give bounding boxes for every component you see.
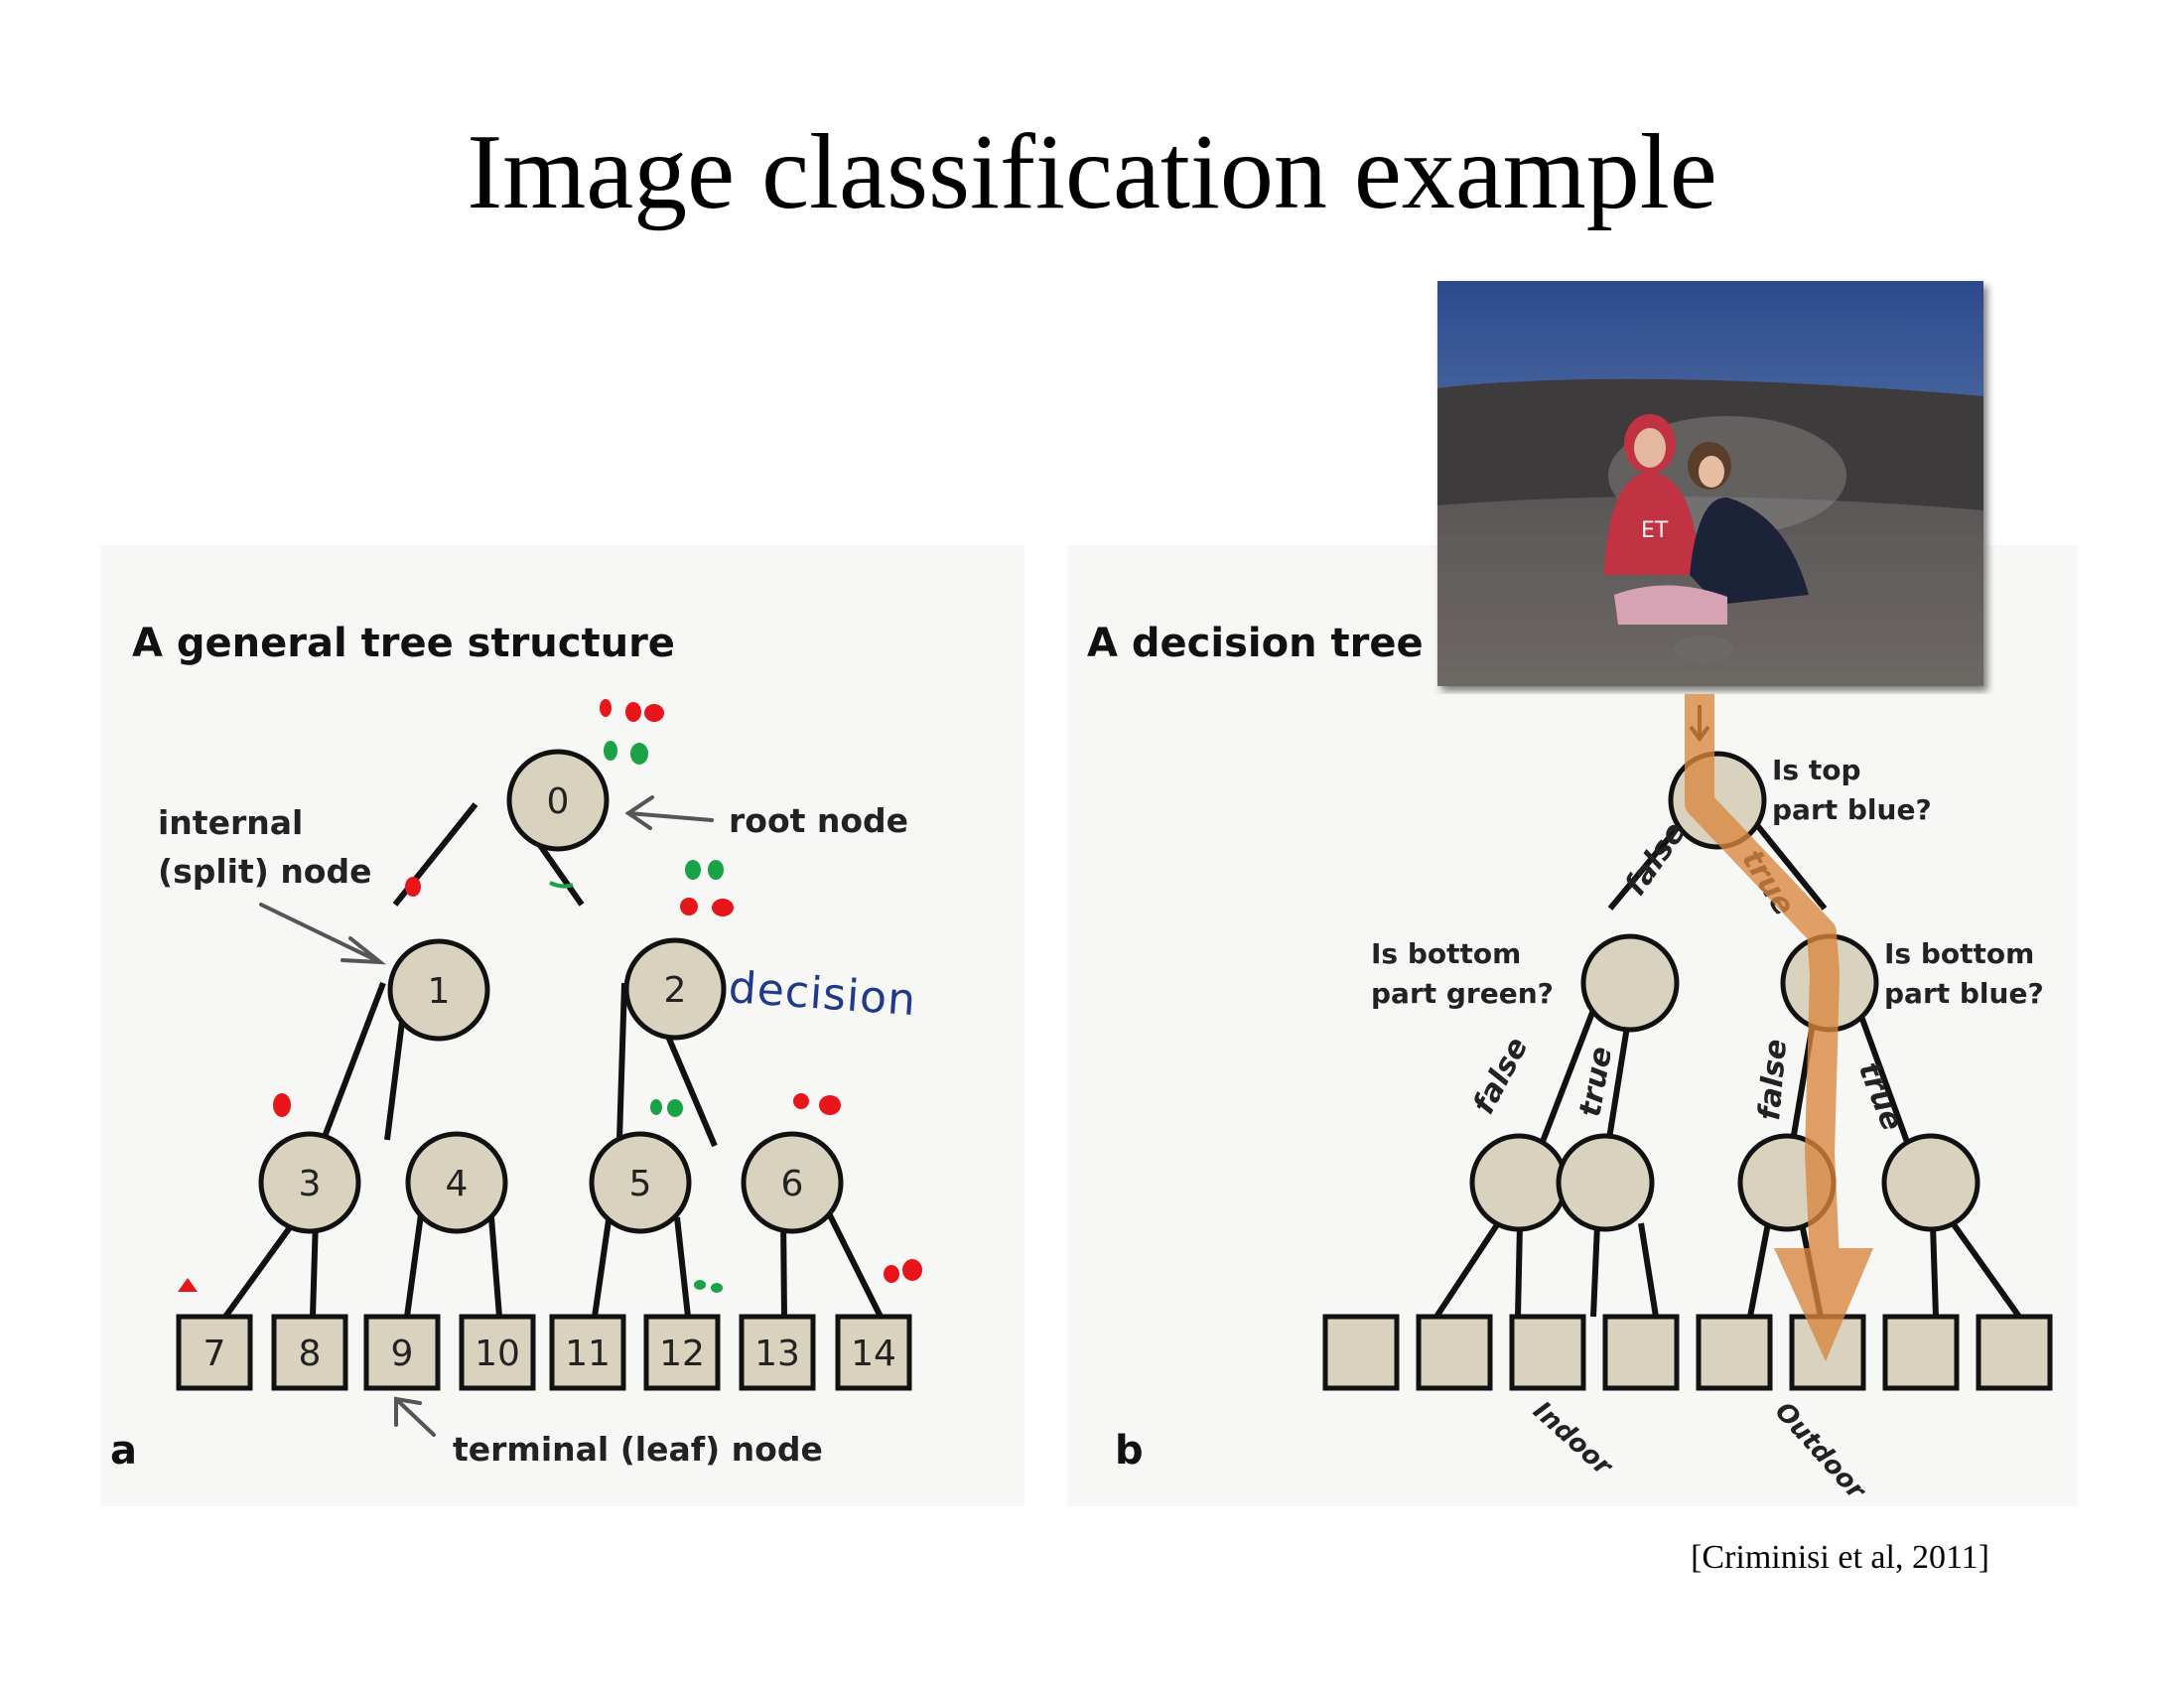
edge-label-right-false: false (1752, 1038, 1794, 1122)
decision-leaf-1 (1322, 1314, 1400, 1391)
tree-leaf-13-label: 13 (754, 1334, 800, 1374)
root-node-arrow (624, 795, 714, 830)
decision-node-ll (1469, 1133, 1569, 1232)
panel-a-letter: a (110, 1428, 137, 1474)
outcome-indoor: Indoor (1527, 1396, 1619, 1483)
decision-node-lr (1556, 1133, 1655, 1232)
tree-node-1-label: 1 (428, 971, 451, 1012)
tree-node-0 (506, 749, 610, 852)
input-photo: ET (1437, 281, 1983, 686)
tree-node-2 (623, 937, 727, 1041)
tree-leaf-11 (549, 1314, 626, 1391)
root-question-line1: Is top (1772, 754, 1861, 786)
general-tree-heading: A general tree structure (132, 621, 675, 666)
internal-node-arrow (259, 903, 387, 965)
tree-leaf-13 (739, 1314, 816, 1391)
tree-edges (222, 802, 884, 1319)
terminal-node-arrow (394, 1396, 436, 1437)
svg-text:ET: ET (1641, 518, 1669, 543)
decision-tree-diagram: A decision tree (1087, 621, 2053, 1507)
root-node-label: root node (729, 801, 908, 840)
root-question-line2: part blue? (1772, 793, 1932, 826)
tree-node-0-label: 0 (547, 781, 570, 822)
internal-node-label-line1: internal (158, 803, 303, 842)
tree-node-6-label: 6 (781, 1164, 804, 1204)
tree-leaf-8-label: 8 (299, 1334, 322, 1374)
tree-leaf-12 (643, 1314, 721, 1391)
tree-node-6 (741, 1131, 844, 1234)
edge-label-root-false: false (1618, 816, 1694, 903)
tree-leaf-7 (176, 1314, 253, 1391)
tree-node-2-label: 2 (664, 970, 687, 1011)
terminal-node-label: terminal (leaf) node (453, 1430, 823, 1469)
tree-leaf-9-label: 9 (391, 1334, 414, 1374)
handwritten-decision-note: decision (727, 962, 917, 1026)
tree-leaf-9 (363, 1314, 441, 1391)
edge-label-right-true: true (1851, 1057, 1910, 1136)
decision-tree-panel: A decision tree (1067, 545, 2078, 1507)
decision-node-rr (1881, 1133, 1980, 1232)
handwritten-annotations (178, 699, 922, 1293)
tree-node-5 (589, 1131, 692, 1234)
tree-leaf-10 (459, 1314, 536, 1391)
tree-leaf-8 (271, 1314, 348, 1391)
right-question-line1: Is bottom (1884, 937, 2034, 970)
tree-leaf-7-label: 7 (204, 1334, 226, 1374)
tree-leaf-12-label: 12 (659, 1334, 705, 1374)
tree-node-3-label: 3 (299, 1164, 322, 1204)
left-question-line1: Is bottom (1371, 937, 1521, 970)
panel-b-letter: b (1115, 1428, 1144, 1474)
decision-leaf-3 (1509, 1314, 1586, 1391)
tree-leaf-10-label: 10 (475, 1334, 520, 1374)
outcome-outdoor: Outdoor (1769, 1397, 1872, 1506)
slide-title: Image classification example (467, 113, 1717, 231)
tree-node-5-label: 5 (629, 1164, 652, 1204)
tree-leaf-11-label: 11 (565, 1334, 611, 1374)
tree-leaf-14 (835, 1314, 912, 1391)
internal-node-label-line2: (split) node (158, 852, 371, 891)
general-tree-panel: A general tree structure 0 1 2 3 4 5 6 (100, 545, 1024, 1506)
decision-node-left (1580, 933, 1680, 1033)
general-tree-diagram: A general tree structure 0 1 2 3 4 5 6 (110, 621, 922, 1474)
tree-leaf-14-label: 14 (851, 1334, 896, 1374)
right-question-line2: part blue? (1884, 977, 2044, 1010)
left-question-line2: part green? (1371, 977, 1554, 1010)
decision-leaf-8 (1976, 1314, 2053, 1391)
decision-leaf-7 (1882, 1314, 1960, 1391)
tree-node-3 (258, 1131, 361, 1234)
decision-leaf-4 (1602, 1314, 1680, 1391)
decision-leaf-2 (1416, 1314, 1493, 1391)
tree-node-4-label: 4 (446, 1164, 469, 1204)
edge-label-left-false: false (1466, 1032, 1535, 1120)
classification-path-arrow (1685, 694, 1873, 1361)
tree-node-4 (405, 1131, 508, 1234)
tree-node-1 (387, 938, 490, 1042)
decision-tree-heading: A decision tree (1087, 621, 1424, 666)
citation: [Criminisi et al, 2011] (1691, 1539, 1989, 1576)
decision-leaf-5 (1696, 1314, 1773, 1391)
